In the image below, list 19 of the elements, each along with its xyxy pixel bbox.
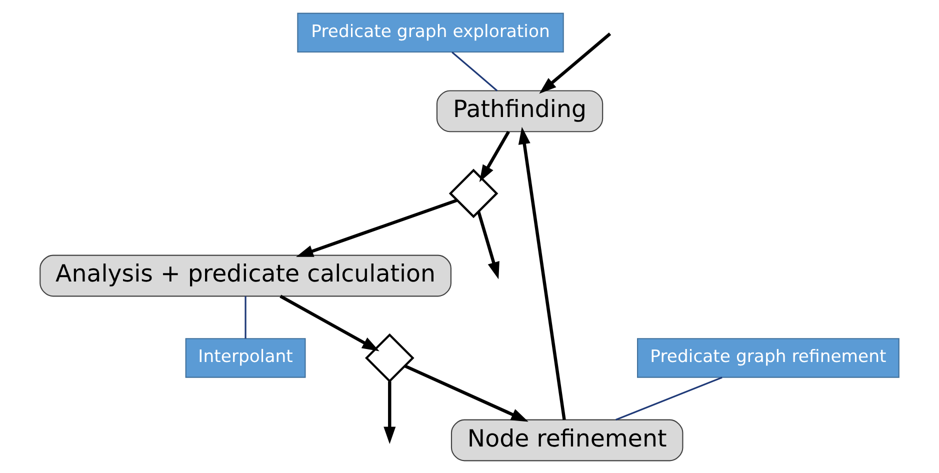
arrow xyxy=(296,198,458,256)
arrow xyxy=(479,130,510,182)
node-box: Node refinement xyxy=(450,418,684,461)
node-diamond xyxy=(365,332,414,382)
connector xyxy=(616,376,722,420)
arrow xyxy=(518,126,566,420)
node-box: Pathfinding xyxy=(436,90,604,132)
arrow xyxy=(384,380,396,444)
arrow xyxy=(280,294,380,351)
arrow xyxy=(539,32,612,94)
arrow xyxy=(404,364,528,422)
node-box: Interpolant xyxy=(185,338,306,378)
arrow xyxy=(477,210,500,279)
connector xyxy=(452,51,498,91)
connector xyxy=(244,296,246,338)
node-box: Predicate graph refinement xyxy=(637,338,900,378)
node-diamond xyxy=(448,168,498,218)
node-box: Analysis + predicate calculation xyxy=(40,254,452,296)
node-box: Predicate graph exploration xyxy=(297,12,564,52)
